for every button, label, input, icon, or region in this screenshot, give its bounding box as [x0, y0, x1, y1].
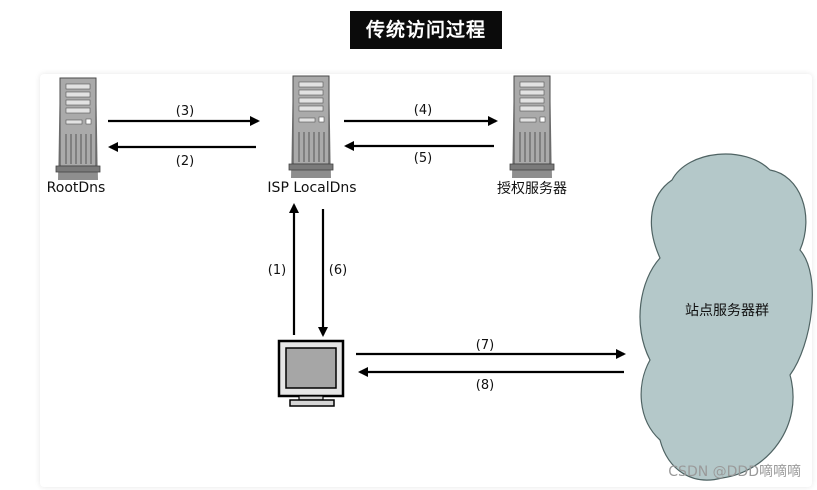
step-label-4: (4) — [414, 103, 432, 118]
client-computer-icon — [277, 339, 345, 407]
local-dns-label: ISP LocalDns — [267, 180, 356, 196]
local-dns-server-icon — [288, 75, 334, 179]
auth-server-label: 授权服务器 — [497, 181, 567, 197]
root-dns-label: RootDns — [47, 180, 106, 196]
root-dns-server-icon — [55, 77, 101, 181]
step-label-2: (2) — [176, 154, 194, 169]
site-cluster-cloud-icon — [639, 153, 813, 481]
step-label-8: (8) — [476, 378, 494, 393]
watermark: CSDN @DDD嘀嘀嘀 — [668, 463, 801, 480]
auth-server-icon — [509, 75, 555, 179]
step-label-3: (3) — [176, 104, 194, 119]
site-cluster-label: 站点服务器群 — [685, 303, 769, 319]
step-label-5: (5) — [414, 151, 432, 166]
diagram-title: 传统访问过程 — [350, 11, 502, 49]
step-label-6: (6) — [329, 263, 347, 278]
step-label-7: (7) — [476, 338, 494, 353]
step-label-1: (1) — [268, 263, 286, 278]
